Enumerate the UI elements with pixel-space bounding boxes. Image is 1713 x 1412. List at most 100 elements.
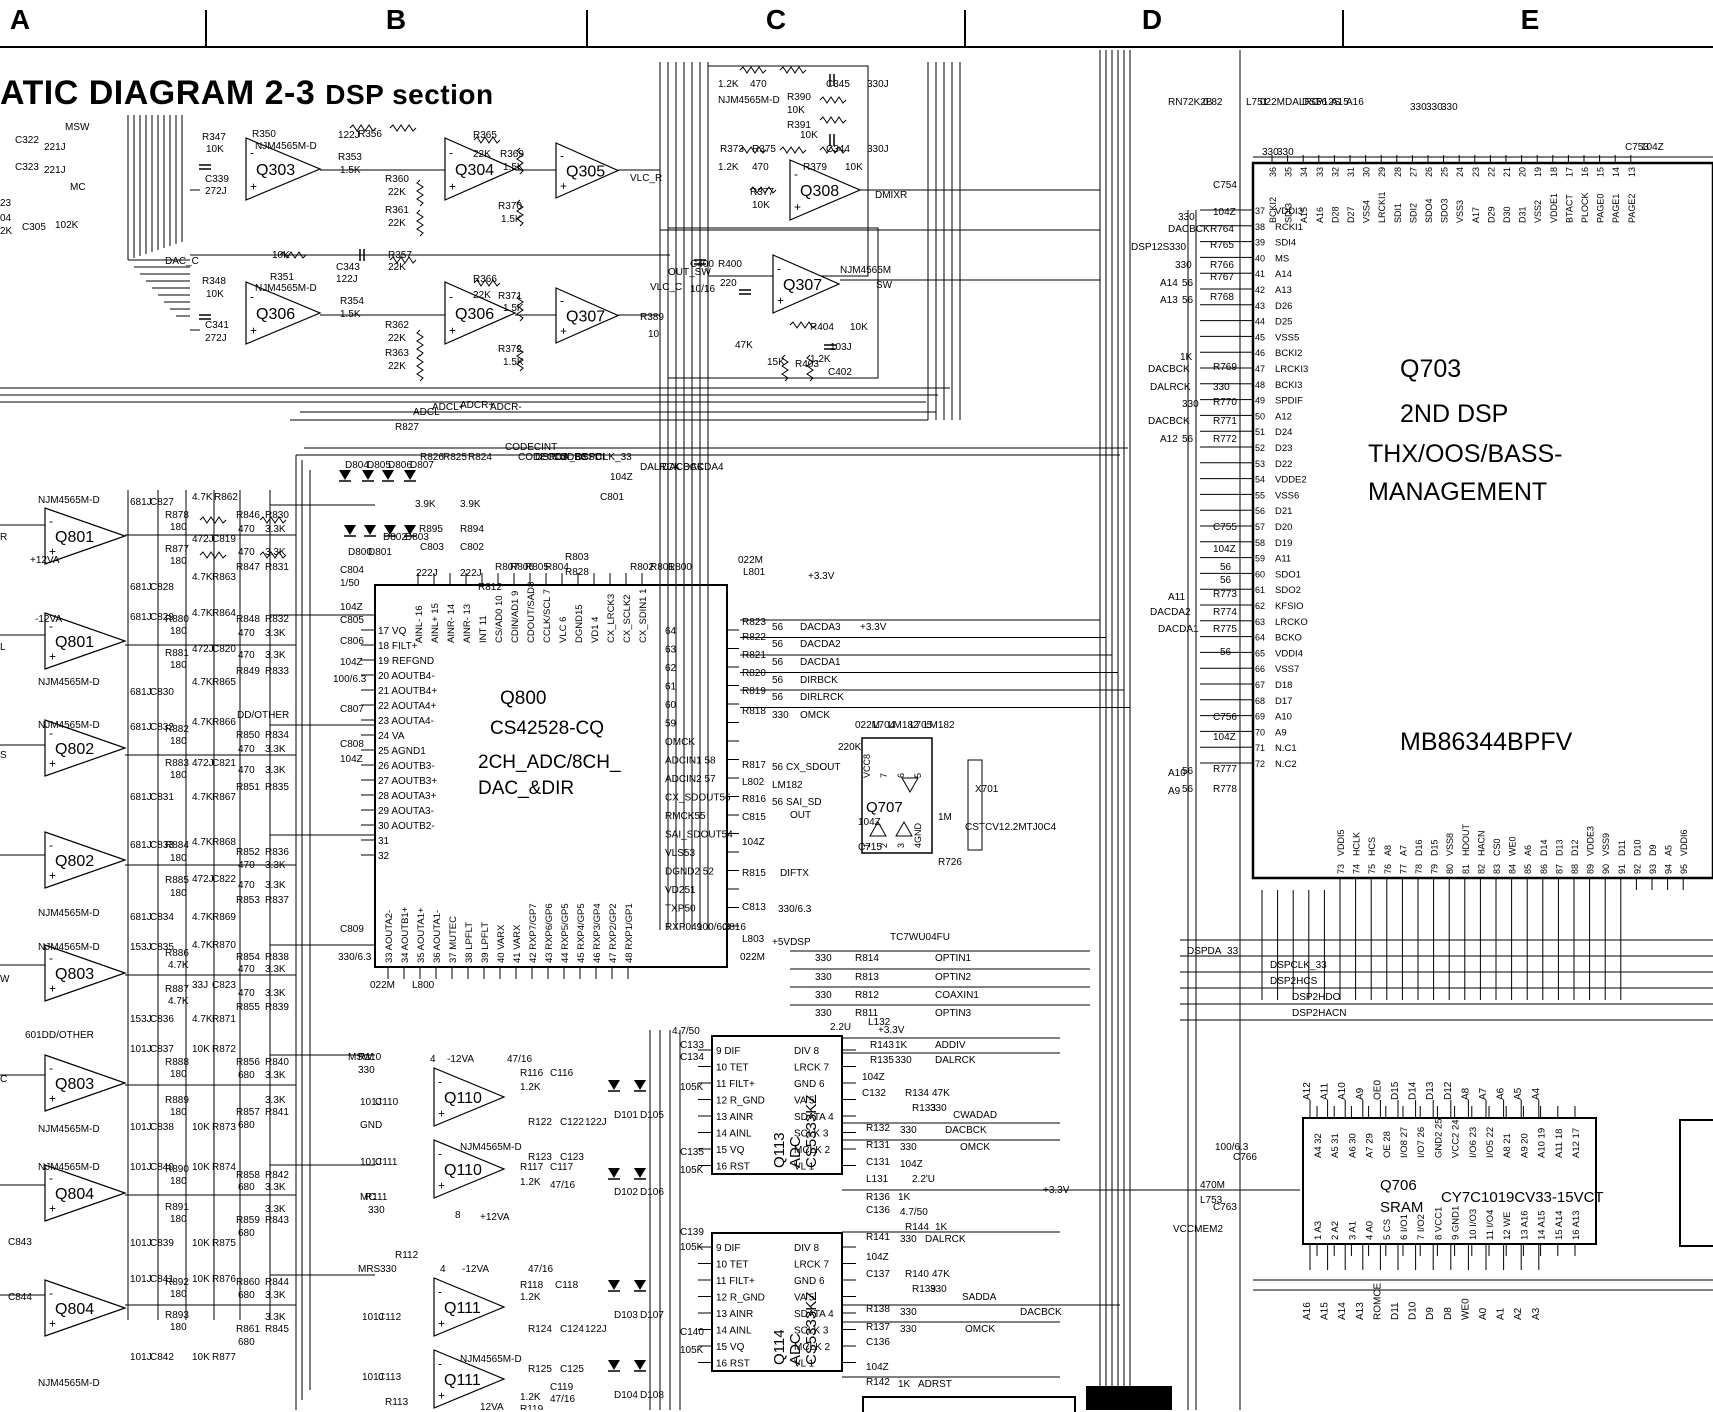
opamp-plus: + bbox=[449, 324, 456, 338]
part-label: 101J bbox=[130, 1162, 152, 1173]
adc-pin-label: DIV 8 bbox=[794, 1046, 819, 1057]
opamp-ref: Q801 bbox=[55, 529, 94, 546]
part-label: R371 bbox=[498, 291, 522, 302]
dsp-pin-number: 83 bbox=[1492, 864, 1502, 874]
part-label: 180 bbox=[170, 1176, 187, 1187]
dsp-pin-number: 21 bbox=[1502, 167, 1512, 177]
dsp-pin-number: 92 bbox=[1632, 864, 1642, 874]
part-label: C830 bbox=[150, 687, 174, 698]
resistor-symbol bbox=[417, 355, 423, 381]
dsp-pin-label: VSS7 bbox=[1275, 664, 1299, 675]
sram-signal: D14 bbox=[1408, 1081, 1419, 1100]
opamp-plus: + bbox=[438, 1106, 445, 1120]
part-label: 330 bbox=[1441, 102, 1458, 113]
dac-pin-label: 42 RXP7/GP7 bbox=[528, 903, 539, 963]
sram-pin-label: A11 18 bbox=[1554, 1129, 1565, 1158]
part-label: 330J bbox=[867, 79, 889, 90]
part-label: C834 bbox=[150, 912, 174, 923]
dsp-pin-label: VDDE2 bbox=[1275, 475, 1307, 486]
part-label: NJM4565M-D bbox=[38, 495, 100, 506]
opamp-plus: + bbox=[49, 869, 56, 883]
part-label: 680 bbox=[238, 1182, 255, 1193]
dsp-pin-number: 19 bbox=[1533, 167, 1543, 177]
part-label: R365 bbox=[473, 130, 497, 141]
sram-signal: WE0 bbox=[1460, 1298, 1471, 1320]
part-label: 10K bbox=[206, 144, 224, 155]
part-label: R859 bbox=[236, 1215, 260, 1226]
opamp-minus: - bbox=[49, 838, 53, 852]
sram-signal: A5 bbox=[1513, 1087, 1524, 1100]
sram-pin-label: A9 20 bbox=[1519, 1133, 1530, 1158]
dsp-line3: MANAGEMENT bbox=[1368, 478, 1547, 507]
dac-pin-label: 22 AOUTA4+ bbox=[378, 701, 437, 712]
resistor-symbol bbox=[417, 210, 423, 236]
diode-symbol bbox=[362, 470, 374, 480]
dac-pin-label: TXP50 bbox=[665, 904, 696, 915]
part-label: R877 bbox=[212, 1352, 236, 1363]
part-label: 22K bbox=[388, 333, 406, 344]
part-label: DIRLRCK bbox=[800, 692, 844, 703]
diode-symbol bbox=[608, 1280, 620, 1290]
dsp-ref: Q703 bbox=[1400, 355, 1461, 384]
dsp-pin-label: N.C2 bbox=[1275, 759, 1297, 770]
dsp-pin-label: D15 bbox=[1430, 839, 1440, 856]
diode-symbol bbox=[608, 1360, 620, 1370]
dsp-pin-number: 20 bbox=[1518, 167, 1528, 177]
page-badge bbox=[1086, 1386, 1172, 1410]
dsp-pin-number: 95 bbox=[1679, 864, 1689, 874]
part-label: R877 bbox=[165, 544, 189, 555]
sram-signal: A1 bbox=[1496, 1307, 1507, 1320]
part-label: R117 bbox=[520, 1162, 544, 1173]
part-label: DSP2HDO bbox=[1292, 992, 1341, 1003]
part-label: D108 bbox=[640, 1390, 664, 1401]
dsp-pin-number: 51 bbox=[1255, 427, 1265, 437]
dsp-pin-number: 23 bbox=[1471, 167, 1481, 177]
part-label: 330 bbox=[900, 1324, 917, 1335]
part-label: +12VA bbox=[30, 555, 60, 566]
part-label: R764 bbox=[1210, 224, 1234, 235]
sram-ref: Q706 bbox=[1380, 1177, 1417, 1194]
part-label: OMCK bbox=[800, 710, 830, 721]
part-label: D104 bbox=[614, 1390, 638, 1401]
part-label: R356 bbox=[358, 129, 382, 140]
diode-symbol bbox=[339, 470, 351, 480]
opamp-plus: + bbox=[794, 200, 801, 214]
dac-pin-label: 28 AOUTA3+ bbox=[378, 791, 437, 802]
part-label: R814 bbox=[855, 953, 879, 964]
dsp-pin-number: 16 bbox=[1580, 167, 1590, 177]
dsp-pin-label: D29 bbox=[1486, 206, 1496, 223]
part-label: C763 bbox=[1213, 1202, 1237, 1213]
part-label: 3.3K bbox=[265, 964, 286, 975]
part-label: 4.7K bbox=[192, 792, 213, 803]
part-label: R370 bbox=[498, 201, 522, 212]
sram-signal: A4 bbox=[1531, 1087, 1542, 1100]
resistor-symbol bbox=[390, 125, 416, 131]
dac-pin-label: 26 AOUTB3- bbox=[378, 761, 435, 772]
part-label: R111 bbox=[365, 1192, 388, 1203]
dac-pin-label: 20 AOUTB4- bbox=[378, 671, 435, 682]
dsp-pin-label: D9 bbox=[1648, 844, 1658, 856]
part-label: 56 bbox=[1182, 766, 1194, 777]
sram-signal: ROMCE bbox=[1372, 1282, 1383, 1320]
opamp-minus: - bbox=[794, 167, 798, 181]
dac-pin-label: 44 RXP5/GP5 bbox=[560, 903, 571, 963]
sram-signal: A15 bbox=[1320, 1302, 1331, 1320]
part-label: C822 bbox=[212, 874, 236, 885]
part-label: NJM4565M-D bbox=[38, 677, 100, 688]
part-label: R400 bbox=[718, 259, 742, 270]
dsp-pin-label: A10 bbox=[1275, 712, 1292, 723]
part-label: R872 bbox=[212, 1044, 236, 1055]
part-label: C341 bbox=[205, 320, 229, 331]
part-label: R856 bbox=[236, 1057, 260, 1068]
dac-pin-label: CS/AD0 10 bbox=[494, 595, 505, 643]
dac-pin-label: CX_SDIN1 1 bbox=[638, 589, 649, 643]
part-label: 3.3K bbox=[265, 1204, 286, 1215]
part-label: 104Z bbox=[340, 657, 363, 668]
part-label: 15K bbox=[767, 357, 785, 368]
part-label: R860 bbox=[236, 1277, 260, 1288]
dsp-pin-number: 82 bbox=[1476, 864, 1486, 874]
part-label: 105K bbox=[680, 1242, 704, 1253]
part-label: 3.3K bbox=[265, 860, 286, 871]
part-label: 47K bbox=[735, 340, 753, 351]
part-label: 104Z bbox=[900, 1159, 923, 1170]
